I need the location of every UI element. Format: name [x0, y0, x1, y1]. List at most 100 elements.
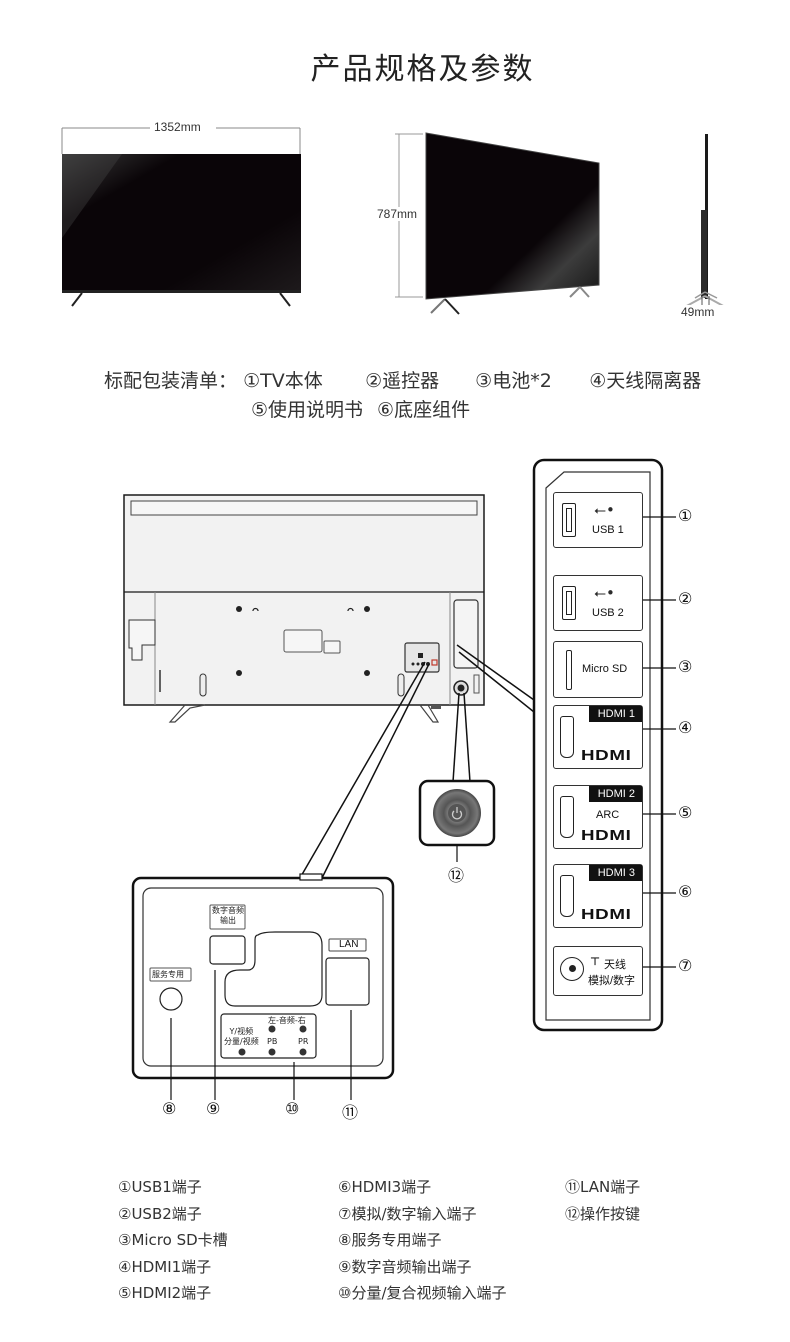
- av-port-group: [220, 1013, 317, 1059]
- width-dimension: 1352mm: [151, 120, 204, 134]
- depth-dimension: 49mm: [678, 305, 718, 319]
- side-port-bay: [453, 599, 479, 669]
- cutout: [224, 931, 323, 1007]
- port-microsd: Micro SD: [553, 641, 643, 698]
- vesa-hole: [236, 670, 242, 676]
- callout-4: ④: [678, 718, 693, 737]
- port-antenna: ⊤ 天线 模拟/数字: [553, 946, 643, 996]
- optical-port: [209, 935, 246, 965]
- port-hdmi3: HDMI 3 HDMI: [553, 864, 643, 928]
- usb-icon: ⭠•: [594, 501, 615, 519]
- port-usb2: ⭠• USB 2: [553, 575, 643, 631]
- service-port: [159, 987, 183, 1011]
- video-y-jack: [238, 1048, 246, 1056]
- legend-item: ⑩分量/复合视频输入端子: [338, 1284, 507, 1302]
- callout-7: ⑦: [678, 956, 693, 975]
- legend-item: ⑤HDMI2端子: [118, 1284, 212, 1302]
- height-dimension: 787mm: [374, 207, 421, 221]
- port-usb1: ⭠• USB 1: [553, 492, 643, 548]
- legend-col-1: ①USB1端子 ②USB2端子 ③Micro SD卡槽 ④HDMI1端子 ⑤HD…: [118, 1174, 228, 1307]
- legend-col-3: ⑪LAN端子 ⑫操作按键: [565, 1174, 640, 1227]
- legend-item: ⑨数字音频输出端子: [338, 1257, 472, 1276]
- lan-label-box: [328, 938, 367, 952]
- port-label: USB 1: [592, 524, 624, 536]
- pr-label: PR: [298, 1037, 309, 1046]
- tv-angled-view: 787mm: [374, 125, 615, 315]
- audio-label: 左-音频-右: [268, 1016, 306, 1025]
- callout-11: ⑪: [342, 1103, 359, 1122]
- tv-front-illustration: [61, 127, 301, 307]
- audio-left-jack: [268, 1025, 276, 1033]
- package-list-row2: ⑤使用说明书 ⑥底座组件: [251, 395, 470, 422]
- callout-3: ③: [678, 657, 693, 676]
- callout-5: ⑤: [678, 803, 693, 822]
- legend-item: ①USB1端子: [118, 1178, 202, 1196]
- vesa-hole: [364, 606, 370, 612]
- tv-side-view: 49mm: [675, 130, 745, 330]
- antenna-mode-label: 模拟/数字: [588, 975, 636, 987]
- audio-right-jack: [299, 1025, 307, 1033]
- legend-item: ④HDMI1端子: [118, 1257, 212, 1276]
- hdmi-tag: HDMI 2: [588, 786, 642, 802]
- power-icon: [451, 810, 463, 820]
- callout-10: ⑩: [285, 1099, 300, 1118]
- package-item: ①TV本体: [243, 370, 323, 392]
- tv-back-panel: [123, 494, 485, 706]
- hdmi-logo: HDMI: [581, 747, 632, 764]
- port-label: Micro SD: [582, 663, 628, 675]
- tv-top-rail: [130, 500, 478, 516]
- hdmi-logo: HDMI: [581, 906, 632, 923]
- lan-port: [325, 957, 370, 1006]
- callout-2: ②: [678, 589, 693, 608]
- legend-item: ②USB2端子: [118, 1204, 202, 1223]
- label-plate: [283, 629, 323, 653]
- pb-jack: [268, 1048, 276, 1056]
- tv-front-view: 1352mm: [60, 118, 305, 313]
- callout-9: ⑨: [206, 1099, 221, 1118]
- package-item: ④天线隔离器: [589, 370, 702, 392]
- vesa-hole: [364, 670, 370, 676]
- hdmi-connector-icon: [560, 716, 574, 758]
- service-label: 服务专用: [152, 970, 184, 979]
- usb-slot: [562, 586, 576, 620]
- hdmi-tag: HDMI 3: [588, 865, 642, 881]
- legend-item: ③Micro SD卡槽: [118, 1231, 228, 1249]
- legend-item: ⑪LAN端子: [565, 1178, 641, 1196]
- pr-jack: [299, 1048, 307, 1056]
- port-label: USB 2: [592, 607, 624, 619]
- hdmi-connector-icon: [560, 875, 574, 917]
- port-hdmi2: HDMI 2 ARC HDMI: [553, 785, 643, 849]
- arc-label: ARC: [596, 809, 620, 821]
- hdmi-connector-icon: [560, 796, 574, 838]
- hdmi-tag: HDMI 1: [588, 706, 642, 722]
- package-item: ⑤使用说明书: [251, 399, 364, 421]
- page-title: 产品规格及参数: [310, 52, 535, 87]
- vesa-hole: [236, 606, 242, 612]
- legend-col-2: ⑥HDMI3端子 ⑦模拟/数字输入端子 ⑧服务专用端子 ⑨数字音频输出端子 ⑩分…: [338, 1174, 507, 1307]
- package-item: ②遥控器: [365, 370, 440, 392]
- sd-slot: [566, 650, 572, 690]
- callout-1: ①: [678, 506, 693, 525]
- legend-item: ⑦模拟/数字输入端子: [338, 1204, 477, 1223]
- callout-6: ⑥: [678, 882, 693, 901]
- hdmi-logo: HDMI: [581, 827, 632, 844]
- package-item: ③电池*2: [475, 370, 552, 392]
- power-module: [128, 619, 156, 661]
- callout-12: ⑫: [448, 866, 465, 885]
- package-label: 标配包装清单：: [104, 370, 238, 392]
- legend-item: ⑥HDMI3端子: [338, 1178, 432, 1196]
- port-hdmi1: HDMI 1 HDMI: [553, 705, 643, 769]
- video-label: Y/视频 分量/视频: [224, 1027, 259, 1046]
- package-item: ⑥底座组件: [377, 399, 471, 421]
- antenna-icon: ⊤: [590, 955, 601, 968]
- callout-8: ⑧: [162, 1099, 177, 1118]
- legend-item: ⑫操作按键: [565, 1204, 641, 1223]
- digital-audio-label: 数字音频 输出: [212, 906, 244, 925]
- usb-slot: [562, 503, 576, 537]
- pb-label: PB: [267, 1037, 278, 1046]
- package-list: 标配包装清单： ①TV本体 ②遥控器 ③电池*2 ④天线隔离器: [104, 366, 701, 393]
- antenna-jack: [560, 957, 584, 981]
- usb-icon: ⭠•: [594, 584, 615, 602]
- lan-label: LAN: [339, 939, 359, 950]
